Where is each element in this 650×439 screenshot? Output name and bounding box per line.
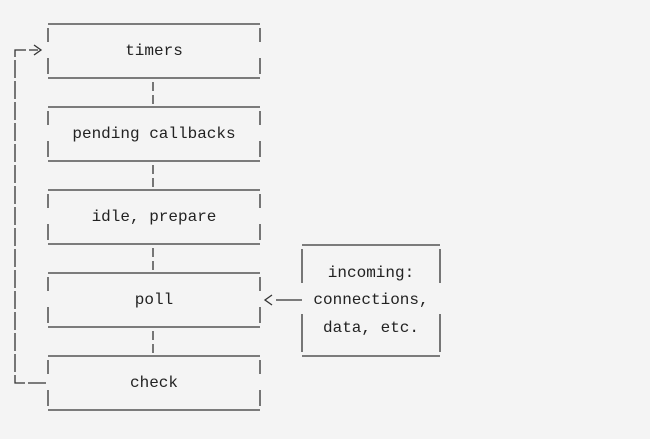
timers-box — [47, 23, 261, 79]
incoming-box — [301, 244, 441, 357]
idle-prepare-box — [47, 189, 261, 245]
incoming-arrow-head — [263, 294, 273, 306]
phase-label-idle-prepare: idle, prepare — [91, 208, 217, 226]
loop-arrow-head — [33, 44, 43, 56]
phase-label-check: check — [129, 374, 178, 392]
incoming-label-line-2: connections, — [313, 291, 429, 309]
check-box — [47, 355, 261, 411]
pending-callbacks-box — [47, 106, 261, 162]
phase-label-pending-callbacks: pending callbacks — [72, 125, 236, 143]
phase-label-timers: timers — [125, 42, 183, 60]
loop-back-line — [14, 49, 46, 384]
incoming-label-line-3: data, etc. — [322, 319, 419, 337]
incoming-label-line-1: incoming: — [327, 264, 415, 282]
phase-label-poll: poll — [134, 291, 174, 309]
poll-box — [47, 272, 261, 328]
